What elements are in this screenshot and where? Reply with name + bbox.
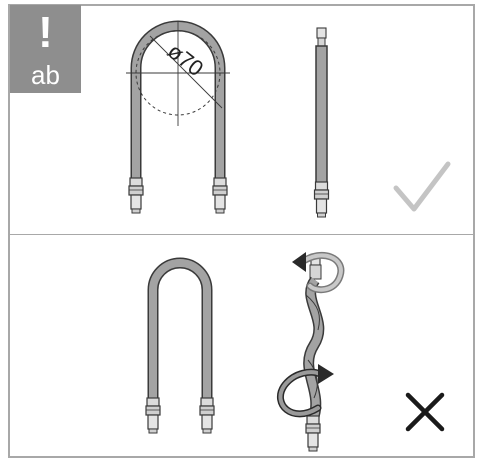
u-bent-hose-too-tight: [145, 257, 215, 434]
twisted-hose: [303, 255, 325, 452]
rotation-arrow-lower-icon: [276, 364, 334, 418]
correct-installation-panel: [8, 4, 475, 235]
incorrect-installation-panel: [8, 234, 475, 458]
warning-badge-text: ab: [31, 60, 60, 90]
cross-icon: [405, 392, 445, 432]
warning-badge: ! ab: [10, 5, 81, 93]
diameter-label: ø70: [163, 38, 208, 81]
rotation-arrow-upper-icon: [292, 251, 345, 294]
checkmark-icon: [393, 161, 451, 212]
exclamation-icon: !: [38, 8, 53, 57]
straight-hose-correct: [313, 27, 330, 218]
